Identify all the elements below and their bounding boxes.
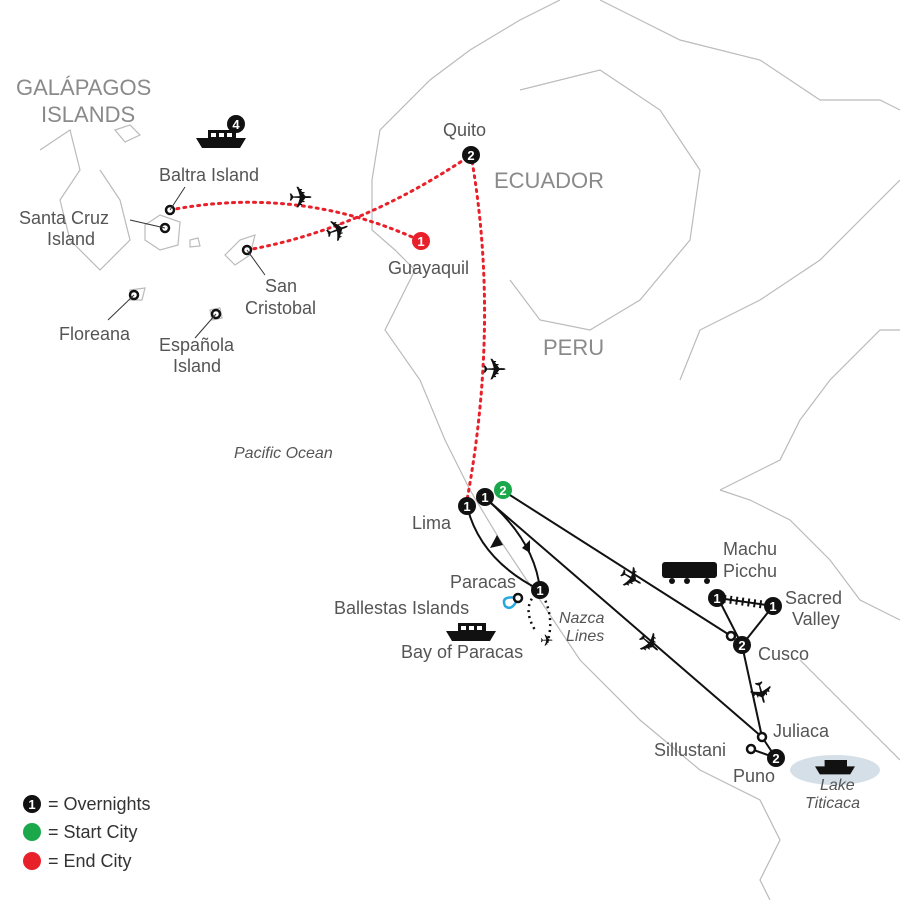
region-galapagos-2: ISLANDS xyxy=(41,102,135,127)
label-sacred: Sacred xyxy=(785,588,842,608)
flight-sancristobal-quito xyxy=(245,153,473,252)
svg-text:1: 1 xyxy=(713,591,720,606)
marker-lima-b: 1 xyxy=(476,488,494,506)
plane-icon: ✈ xyxy=(288,182,313,215)
plane-icon: ✈ xyxy=(482,354,507,387)
label-puno: Puno xyxy=(733,766,775,786)
marker-galapagos: 4 xyxy=(227,115,245,133)
svg-text:2: 2 xyxy=(499,483,506,498)
legend-overnights: = Overnights xyxy=(48,794,151,814)
boat-icon xyxy=(446,623,496,641)
svg-text:1: 1 xyxy=(536,583,543,598)
label-juliaca: Juliaca xyxy=(773,721,830,741)
boat-icon xyxy=(815,760,855,775)
marker-cusco: 2 xyxy=(733,636,751,654)
plane-icon: ✈ xyxy=(540,633,553,650)
marker-lima-start: 2 xyxy=(494,481,512,499)
stops xyxy=(107,186,768,755)
svg-text:1: 1 xyxy=(28,797,35,812)
marker-puno: 2 xyxy=(767,749,785,767)
label-nazca: Nazca xyxy=(559,610,604,627)
coastlines xyxy=(39,0,900,900)
label-baltra: Baltra Island xyxy=(159,165,259,185)
flight-quito-lima xyxy=(465,153,487,502)
svg-text:1: 1 xyxy=(769,599,776,614)
label-paracas: Paracas xyxy=(450,572,516,592)
label-machu-2: Picchu xyxy=(723,561,777,581)
marker-paracas: 1 xyxy=(531,581,549,599)
legend-start: = Start City xyxy=(48,822,138,842)
lake-label: Lake xyxy=(820,777,855,794)
label-sacred-2: Valley xyxy=(792,609,840,629)
flight-cusco-juliaca xyxy=(741,644,763,738)
marker-sacred-valley: 1 xyxy=(764,597,782,615)
plane-icon: ✈ xyxy=(741,676,779,709)
ocean-label: Pacific Ocean xyxy=(234,445,333,462)
label-nazca-2: Lines xyxy=(566,628,604,645)
label-machu: Machu xyxy=(723,539,777,559)
plane-icon: ✈ xyxy=(320,211,355,251)
label-sillustani: Sillustani xyxy=(654,740,726,760)
flight-baltra-guayaquil xyxy=(168,200,423,243)
label-bay-paracas: Bay of Paracas xyxy=(401,642,523,662)
label-san-cristobal-2: Cristobal xyxy=(245,298,316,318)
svg-text:2: 2 xyxy=(772,751,779,766)
label-floreana: Floreana xyxy=(59,324,131,344)
legend-start-dot xyxy=(23,823,41,841)
legend-end: = End City xyxy=(48,851,132,871)
svg-text:1: 1 xyxy=(463,499,470,514)
flight-lima-cusco xyxy=(501,489,732,637)
label-guayaquil: Guayaquil xyxy=(388,258,469,278)
label-espanola: Española xyxy=(159,335,235,355)
svg-text:4: 4 xyxy=(232,117,240,132)
label-lima: Lima xyxy=(412,513,452,533)
marker-guayaquil: 1 xyxy=(412,232,430,250)
legend: 1 = Overnights = Start City = End City xyxy=(23,794,151,871)
marker-machu-picchu: 1 xyxy=(708,589,726,607)
plane-icon: ✈ xyxy=(612,559,650,600)
region-ecuador: ECUADOR xyxy=(494,168,604,193)
label-santa-cruz: Santa Cruz xyxy=(19,208,109,228)
label-ballestas: Ballestas Islands xyxy=(334,598,469,618)
boat-icon xyxy=(196,130,246,148)
region-galapagos: GALÁPAGOS xyxy=(16,75,151,100)
flight-lima-juliaca xyxy=(483,496,763,738)
lake-label-2: Titicaca xyxy=(805,795,860,812)
label-santa-cruz-2: Island xyxy=(47,229,95,249)
legend-end-dot xyxy=(23,852,41,870)
region-peru: PERU xyxy=(543,335,604,360)
svg-text:1: 1 xyxy=(417,234,424,249)
marker-quito: 2 xyxy=(462,146,480,164)
train-icon xyxy=(662,562,717,584)
label-quito: Quito xyxy=(443,120,486,140)
marker-lima-a: 1 xyxy=(458,497,476,515)
svg-text:1: 1 xyxy=(481,490,488,505)
label-cusco: Cusco xyxy=(758,644,809,664)
route-paracas-lima xyxy=(466,505,541,591)
label-espanola-2: Island xyxy=(173,356,221,376)
overnight-markers: 4 2 1 1 1 2 1 1 1 2 2 xyxy=(227,115,785,767)
svg-text:2: 2 xyxy=(738,638,745,653)
plane-icon: ✈ xyxy=(628,624,668,665)
label-san-cristobal: San xyxy=(265,276,297,296)
svg-text:2: 2 xyxy=(467,148,474,163)
